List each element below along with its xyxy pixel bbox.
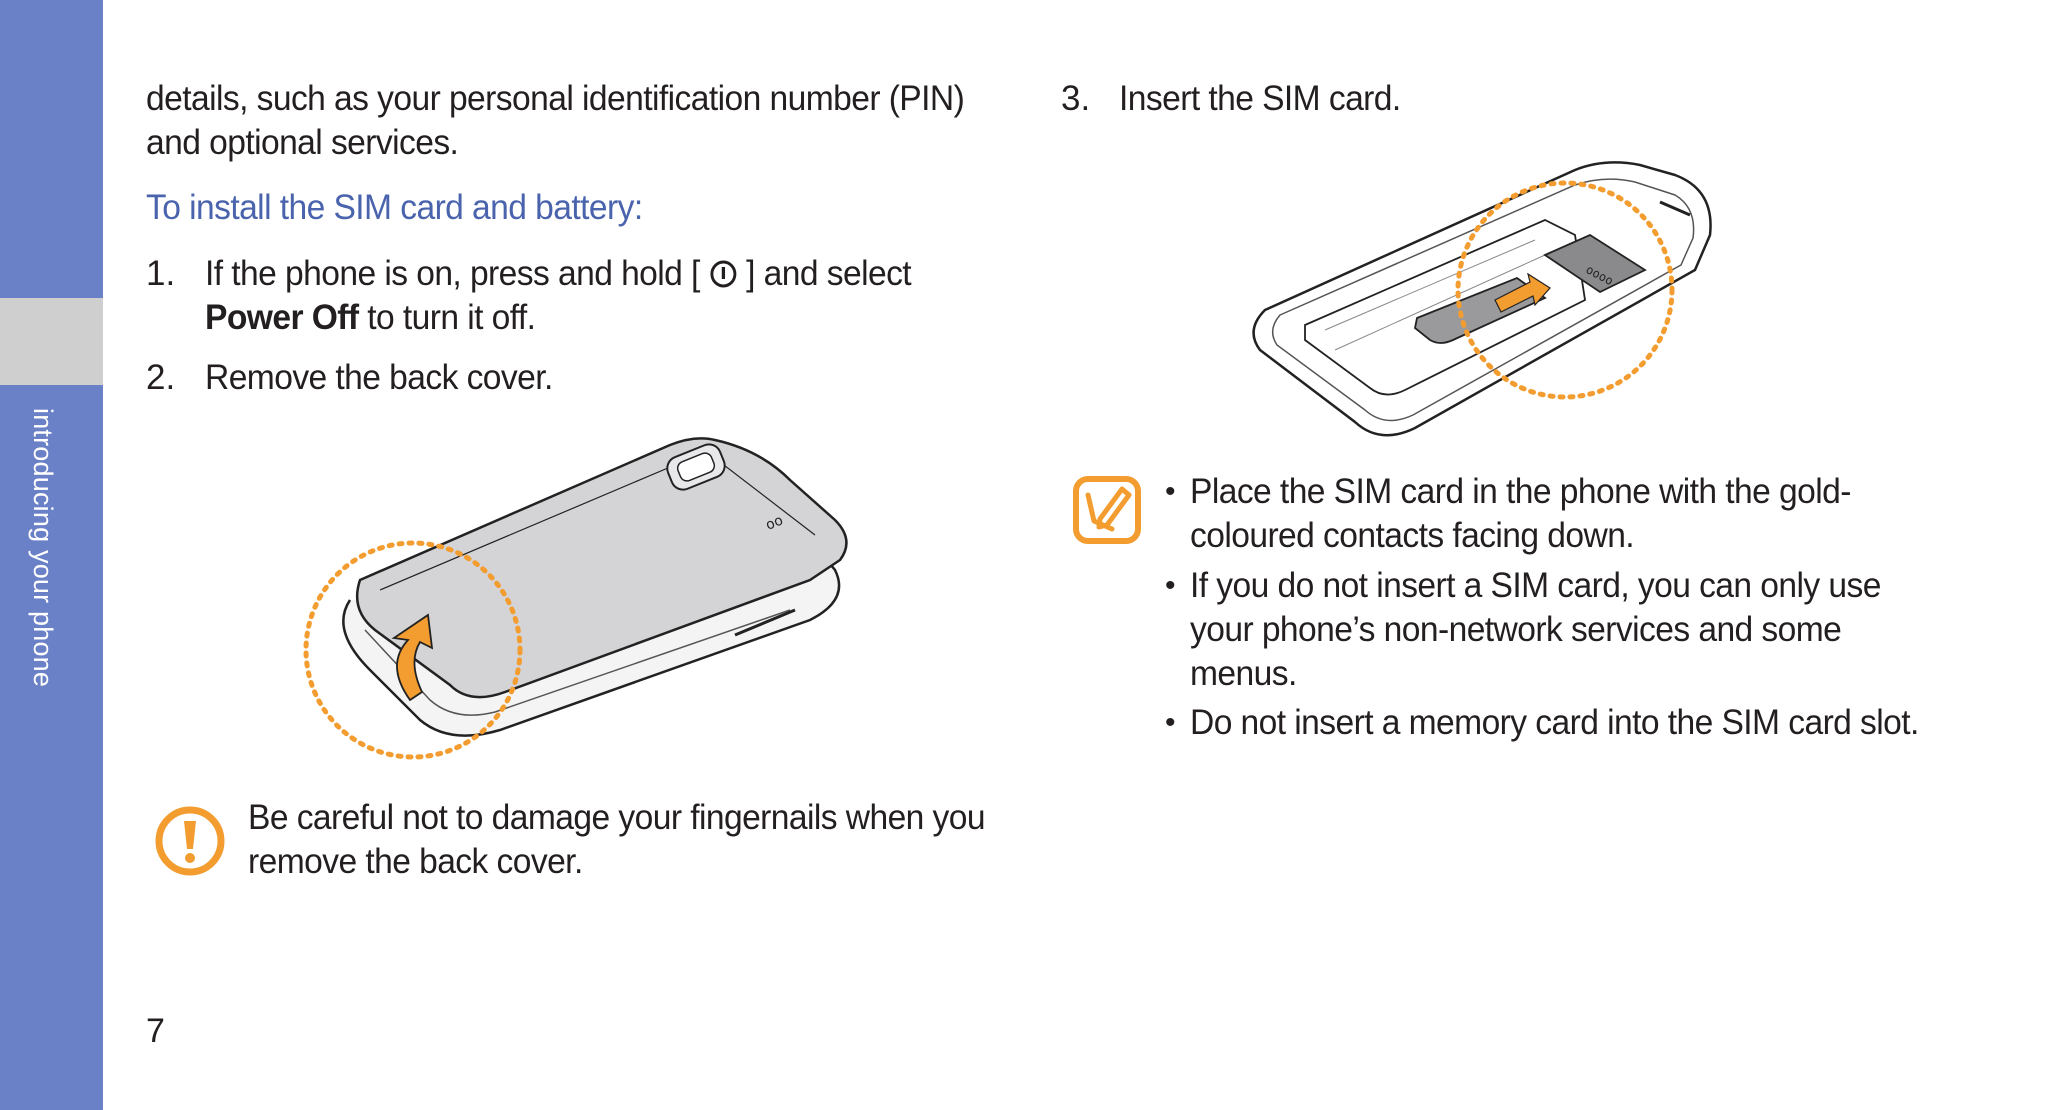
- section-heading: To install the SIM card and battery:: [146, 188, 643, 227]
- section-label: introducing your phone: [28, 408, 58, 688]
- step-1-line-1: If the phone is on, press and hold [ ] a…: [205, 252, 912, 296]
- note-bullet-marker: •: [1165, 569, 1176, 602]
- note-bullet-marker: •: [1165, 475, 1176, 508]
- step-2-number: 2.: [146, 358, 176, 397]
- note-3-line-1: Do not insert a memory card into the SIM…: [1190, 703, 1919, 742]
- step-1-number: 1.: [146, 254, 176, 293]
- step-1-text-after: ] and select: [746, 254, 912, 293]
- insert-sim-illustration: oooo: [1252, 161, 1712, 437]
- sidebar-section-tab: [0, 298, 103, 385]
- remove-back-cover-illustration: oo: [303, 437, 848, 760]
- step-1-line-2: Power Off to turn it off.: [205, 296, 536, 340]
- note-bullet-marker: •: [1165, 706, 1176, 739]
- note-icon: [1073, 476, 1141, 544]
- svg-text:oo: oo: [764, 512, 786, 533]
- note-1-line-2: coloured contacts facing down.: [1190, 516, 1635, 555]
- note-2-line-1: If you do not insert a SIM card, you can…: [1190, 566, 1881, 605]
- step-1-text-rest: to turn it off.: [358, 298, 536, 337]
- note-2-line-2: your phone’s non-network services and so…: [1190, 610, 1842, 649]
- power-off-label: Power Off: [205, 298, 359, 337]
- intro-line-1: details, such as your personal identific…: [146, 79, 965, 118]
- sidebar: [0, 0, 103, 1110]
- caution-icon: [155, 806, 225, 876]
- note-2-line-3: menus.: [1190, 654, 1297, 693]
- note-1-line-1: Place the SIM card in the phone with the…: [1190, 472, 1851, 511]
- step-2-text: Remove the back cover.: [205, 358, 553, 397]
- power-key-icon: [710, 260, 736, 288]
- step-1-text-before: If the phone is on, press and hold [: [205, 254, 700, 293]
- intro-line-2: and optional services.: [146, 123, 459, 162]
- caution-line-1: Be careful not to damage your fingernail…: [248, 798, 986, 837]
- caution-line-2: remove the back cover.: [248, 842, 583, 881]
- step-3-text: Insert the SIM card.: [1119, 79, 1401, 118]
- step-3-number: 3.: [1061, 79, 1091, 118]
- page-number: 7: [146, 1012, 165, 1050]
